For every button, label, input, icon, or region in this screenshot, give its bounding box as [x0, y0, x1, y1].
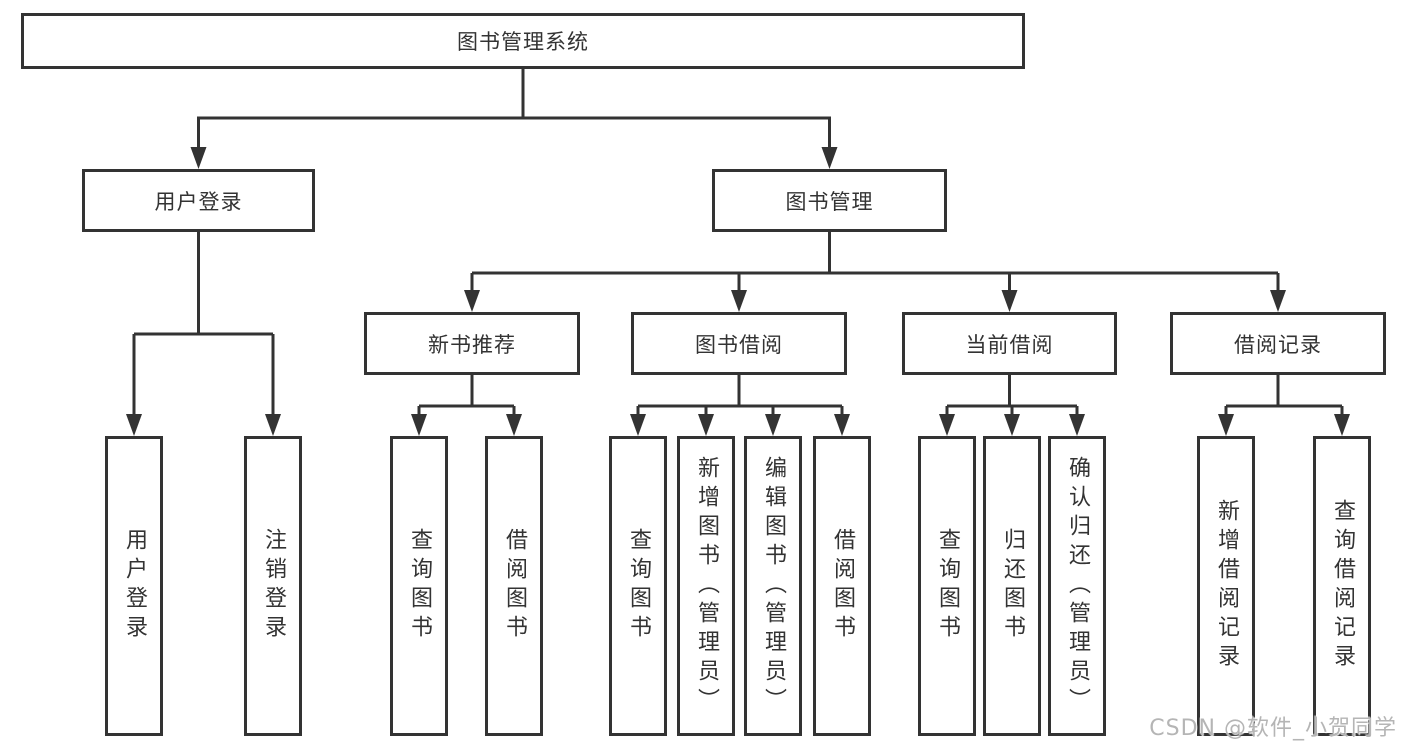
leaf-label: 编辑图书（管理员） [761, 455, 786, 717]
leaf-query-books-borrow: 查询图书 [609, 436, 667, 736]
leaf-logout: 注销登录 [244, 436, 302, 736]
leaf-confirm-return-admin: 确认归还（管理员） [1048, 436, 1106, 736]
leaf-borrow-books-recommend: 借阅图书 [485, 436, 543, 736]
csdn-watermark: CSDN @软件_小贺同学 [1149, 716, 1397, 741]
node-new-book-recommend: 新书推荐 [364, 312, 580, 375]
leaf-user-login: 用户登录 [105, 436, 163, 736]
node-borrow-records: 借阅记录 [1170, 312, 1386, 375]
leaf-borrow-books: 借阅图书 [813, 436, 871, 736]
node-book-management-branch: 图书管理 [712, 169, 947, 232]
node-book-borrow: 图书借阅 [631, 312, 847, 375]
node-library-management-system: 图书管理系统 [21, 13, 1025, 69]
node-user-login-branch: 用户登录 [82, 169, 315, 232]
leaf-label: 借阅图书 [830, 528, 855, 644]
leaf-add-books-admin: 新增图书（管理员） [677, 436, 735, 736]
leaf-add-borrow-record: 新增借阅记录 [1197, 436, 1255, 736]
node-current-borrow: 当前借阅 [902, 312, 1117, 375]
leaf-return-books: 归还图书 [983, 436, 1041, 736]
leaf-query-books-recommend: 查询图书 [390, 436, 448, 736]
leaf-label: 查询图书 [626, 528, 651, 644]
leaf-label: 查询图书 [407, 528, 432, 644]
leaf-label: 注销登录 [261, 528, 286, 644]
leaf-label: 查询借阅记录 [1330, 499, 1355, 673]
leaf-query-borrow-record: 查询借阅记录 [1313, 436, 1371, 736]
leaf-label: 查询图书 [935, 528, 960, 644]
leaf-label: 归还图书 [1000, 528, 1025, 644]
leaf-edit-books-admin: 编辑图书（管理员） [744, 436, 802, 736]
leaf-label: 确认归还（管理员） [1065, 455, 1090, 717]
leaf-label: 借阅图书 [502, 528, 527, 644]
leaf-label: 用户登录 [122, 528, 147, 644]
leaf-label: 新增借阅记录 [1214, 499, 1239, 673]
leaf-label: 新增图书（管理员） [694, 455, 719, 717]
leaf-query-books-current: 查询图书 [918, 436, 976, 736]
